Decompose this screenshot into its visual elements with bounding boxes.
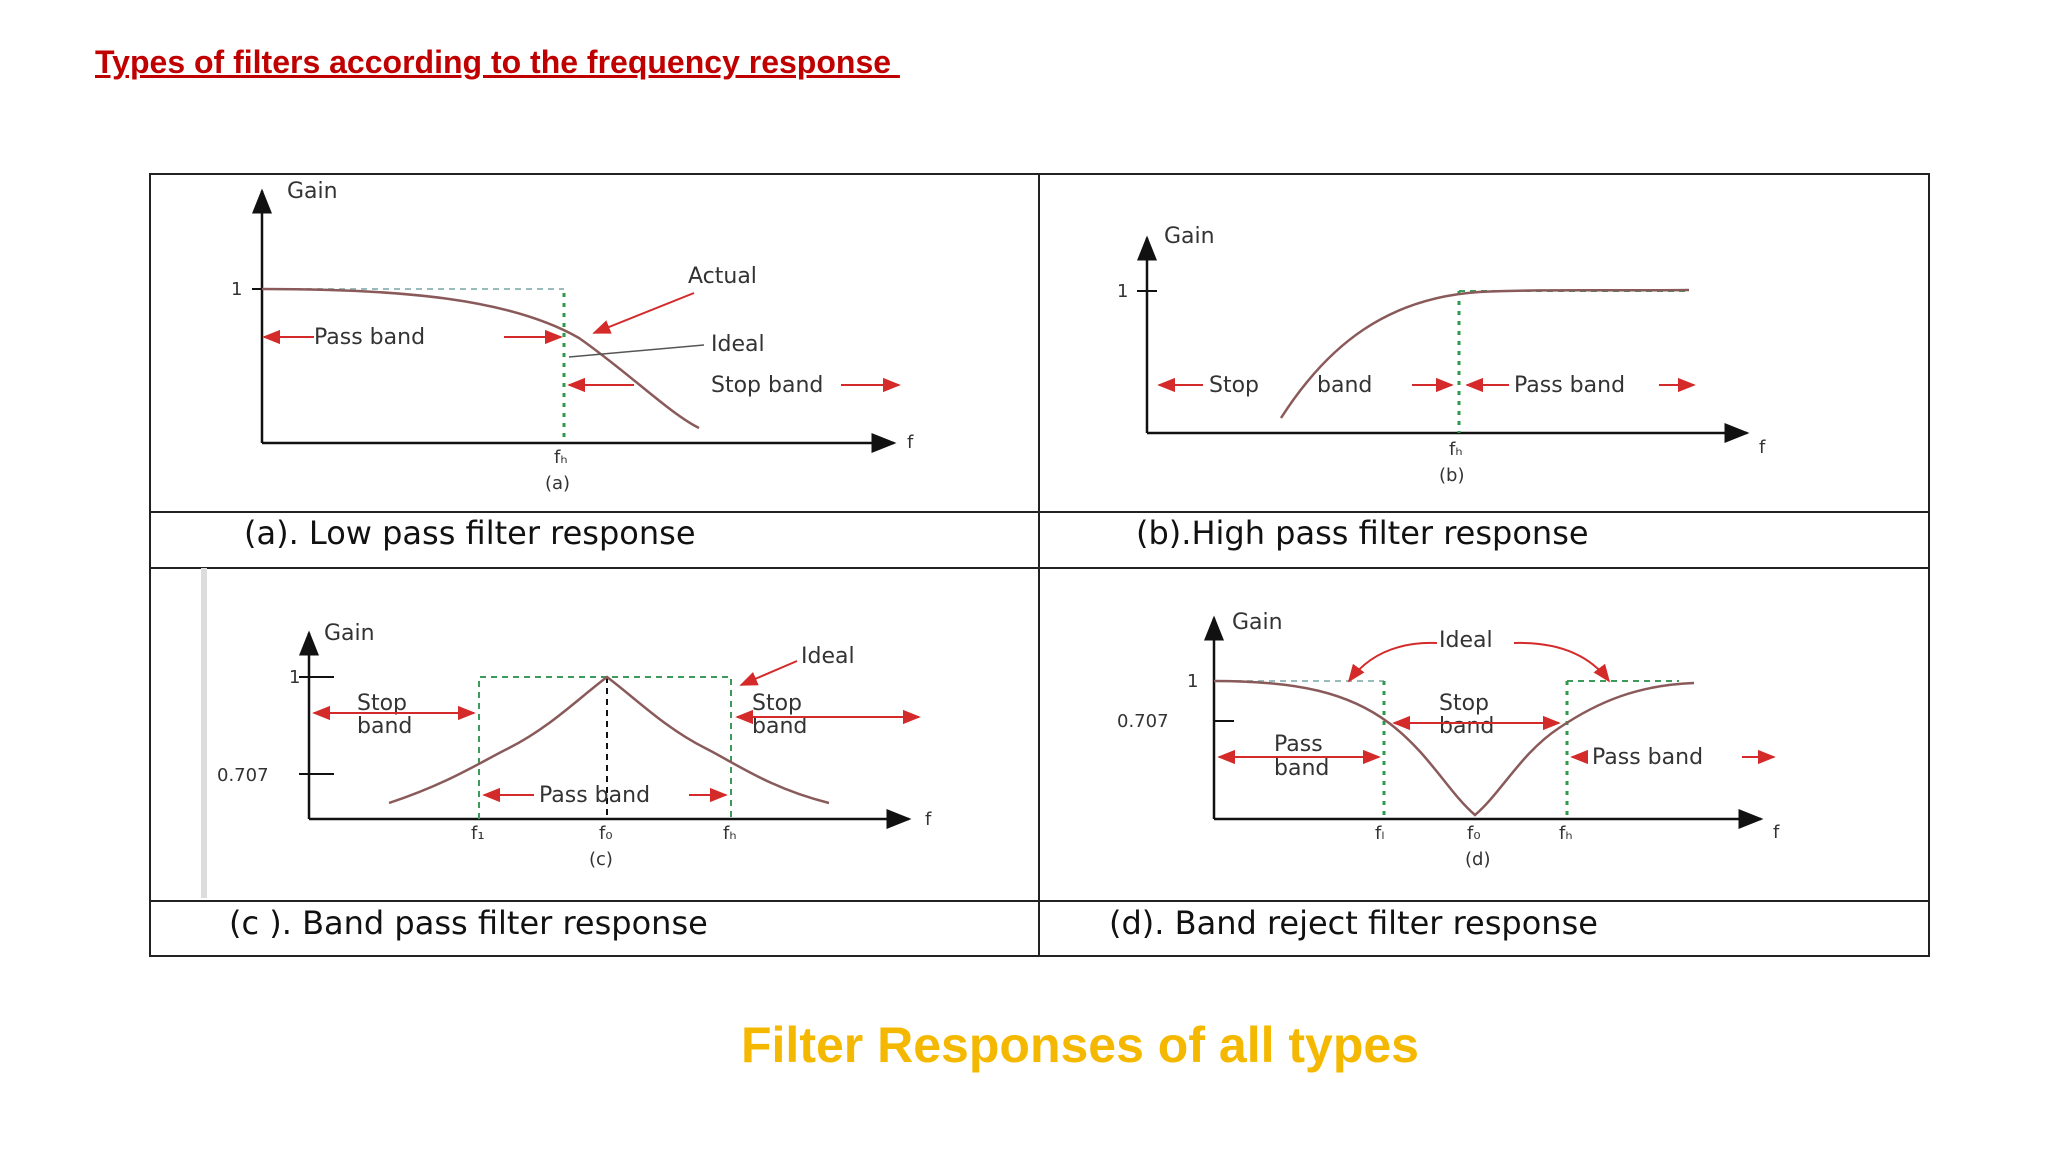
d-707-label: 0.707 [1117,711,1169,732]
d-gain-label: Gain [1232,610,1283,635]
b-response-curve [1279,288,1690,419]
c-response-curve [388,675,830,805]
b-pass-band-label: Pass band [1514,373,1625,398]
d-f0-label: f₀ [1467,823,1481,844]
figure-grid [149,173,1930,957]
b-stop-label: Stop [1209,373,1259,398]
c-pass-band-label: Pass band [539,783,650,808]
b-fc-label: fₕ [1449,439,1463,460]
d-pass-band-right-label: Pass band [1592,745,1703,770]
d-sub-label: (d) [1465,849,1490,870]
c-gain-label: Gain [324,621,375,646]
a-sub-label: (a) [545,473,570,494]
a-ideal-label: Ideal [711,332,765,357]
c-707-label: 0.707 [217,765,269,786]
b-one-label: 1 [1117,281,1128,302]
d-one-label: 1 [1187,671,1198,692]
a-stop-band-label: Stop band [711,373,823,398]
caption-band-pass: (c ). Band pass filter response [229,904,708,942]
a-gain-label: Gain [287,179,338,204]
a-actual-label: Actual [688,264,757,289]
c-sub-label: (c) [589,849,613,870]
d-stop-band-label: band [1439,714,1494,739]
filter-response-figure: (a). Low pass filter response (b).High p… [149,173,1930,957]
d-stop-label: Stop [1439,691,1489,716]
b-f-label: f [1759,437,1766,458]
c-one-label: 1 [289,667,300,688]
d-f-label: f [1773,822,1780,843]
d-ideal-label: Ideal [1439,628,1493,653]
a-f-label: f [907,432,914,453]
d-pass-band-left-label: band [1274,756,1329,781]
panel-low-pass: Gain 1 f Pass band Actual Ideal Stop ban… [231,179,914,494]
filter-figure-svg: (a). Low pass filter response (b).High p… [149,173,1930,957]
caption-low-pass: (a). Low pass filter response [244,514,696,552]
c-ideal-label: Ideal [801,644,855,669]
d-response-curve [1213,679,1695,817]
a-pass-band-label: Pass band [314,325,425,350]
d-pass-label: Pass [1274,732,1323,757]
page-heading: Types of filters according to the freque… [95,44,900,80]
a-one-label: 1 [231,279,242,300]
caption-high-pass: (b).High pass filter response [1136,514,1589,552]
c-f0-label: f₀ [599,823,613,844]
panel-high-pass: Gain 1 f Stop band Pass band fₕ (b) [1117,224,1766,486]
footer-title: Filter Responses of all types [741,1017,1419,1073]
b-sub-label: (b) [1439,465,1464,486]
panel-band-reject: Gain 1 0.707 f Ideal Stop band Pass band… [1117,610,1780,870]
a-actual-curve [261,287,700,430]
c-stop-right-label: Stop [752,691,802,716]
c-band-left-label: band [357,714,412,739]
d-fh-label: fₕ [1559,823,1573,844]
c-fh-label: fₕ [723,823,737,844]
caption-band-reject: (d). Band reject filter response [1109,904,1598,942]
panel-band-pass: Gain 1 0.707 f Stop band Ideal Stop band… [201,568,932,898]
a-fc-label: fₕ [554,447,568,468]
c-f-label: f [925,809,932,830]
c-f1-label: f₁ [471,823,485,844]
b-band-label: band [1317,373,1372,398]
d-f1-label: fₗ [1375,823,1384,844]
b-gain-label: Gain [1164,224,1215,249]
